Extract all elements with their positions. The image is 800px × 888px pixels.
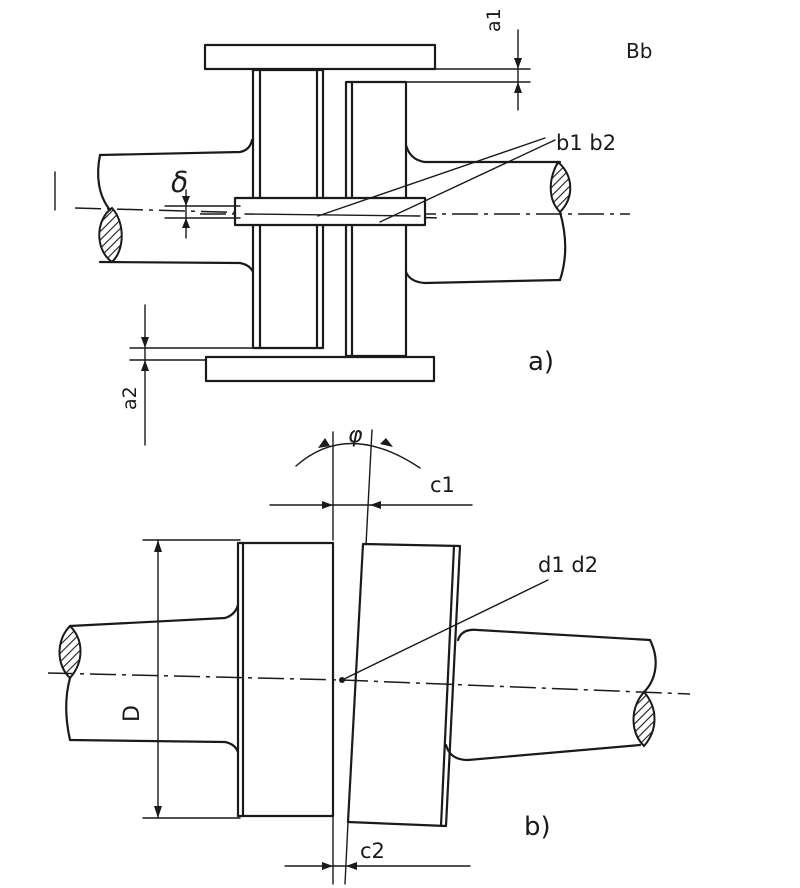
right-shaft-b-break bbox=[632, 690, 656, 748]
label-phi: φ bbox=[348, 423, 363, 448]
right-shaft bbox=[404, 143, 562, 285]
label-a2: a2 bbox=[119, 386, 141, 410]
left-shaft-break bbox=[98, 206, 123, 264]
right-shaft-b bbox=[444, 628, 652, 762]
label-bb: Bb bbox=[626, 39, 652, 63]
right-hub-b bbox=[346, 542, 462, 828]
label-d1d2: d1 d2 bbox=[538, 553, 598, 577]
angle-arc bbox=[295, 442, 421, 469]
panel-a bbox=[54, 29, 630, 446]
label-delta: δ bbox=[171, 166, 188, 199]
panel-b-label: b) bbox=[524, 812, 551, 842]
label-b1b2: b1 b2 bbox=[556, 131, 616, 155]
bottom-reference-plate bbox=[204, 355, 436, 383]
label-c1: c1 bbox=[430, 473, 455, 497]
label-a1: a1 bbox=[483, 8, 505, 32]
left-shaft-b bbox=[68, 603, 240, 754]
axis-b-right bbox=[341, 679, 691, 695]
right-shaft-break bbox=[549, 160, 572, 214]
left-shaft-b-break bbox=[58, 624, 82, 680]
label-D: D bbox=[120, 705, 145, 722]
axis-b-left bbox=[47, 672, 343, 681]
panel-a-label: a) bbox=[528, 347, 554, 377]
label-c2: c2 bbox=[360, 839, 385, 863]
top-reference-plate bbox=[203, 43, 437, 71]
panel-b bbox=[47, 429, 691, 885]
